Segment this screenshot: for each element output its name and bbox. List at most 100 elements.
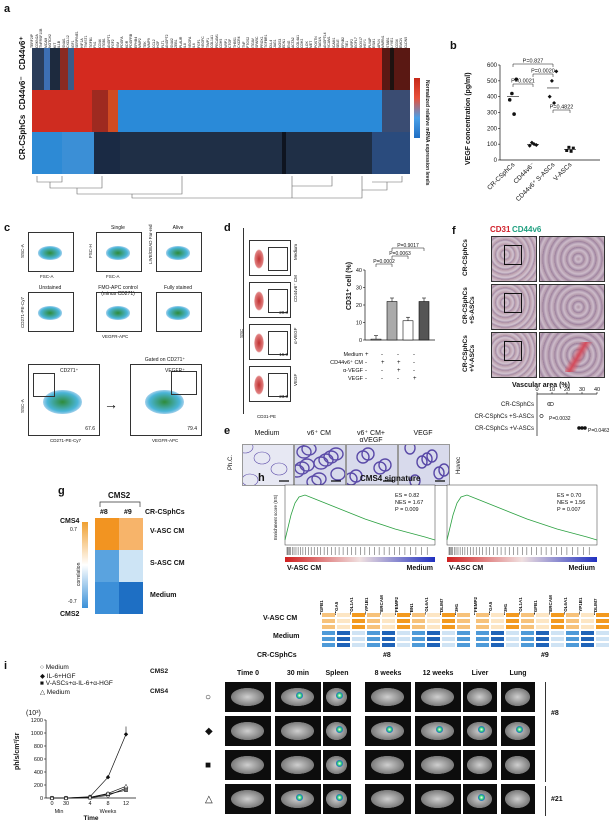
luminescence-spot (335, 726, 343, 733)
gene-label: CTGF (228, 38, 233, 48)
mouse-silhouette (230, 756, 264, 774)
gsea-stat: ES = 0.82 (395, 493, 419, 499)
heatmap-cell (520, 618, 535, 624)
flow-plot-1 (28, 232, 74, 272)
heatmap-cell (565, 642, 580, 648)
sign-row-label: Medium (343, 352, 363, 358)
heatmap-cell (396, 612, 411, 618)
heatmap-cell (441, 636, 456, 642)
sign-cell: - (365, 360, 367, 366)
gene-label: CXCL12 (66, 35, 71, 48)
heatmap-cell (595, 612, 609, 618)
heatmap-cell (475, 612, 490, 618)
heatmap-cell (490, 642, 505, 648)
x-tick-label: 40 (594, 387, 600, 393)
heatmap-cell (321, 612, 336, 618)
heatmap-cell (351, 636, 366, 642)
gate-value: 67.6 (85, 426, 95, 432)
xlabel-f: Vascular area (%) (512, 382, 570, 389)
x-tick-label: CD44v6⁺ S-ASCs (515, 161, 557, 203)
tube-title: v6⁺ CM+ αVEGF (356, 430, 385, 444)
y-tick-label: 200 (34, 783, 43, 789)
imaging-cell (365, 682, 411, 712)
gene-label: EDN1 (282, 38, 287, 48)
gene-label: EMCN (399, 38, 404, 48)
x-tick-label: 8 (106, 801, 109, 807)
heatmap-cell (381, 612, 396, 618)
flow-plot-2 (96, 232, 142, 272)
gene-label: TGFBR1 (264, 34, 269, 48)
row-symbol: ○ (205, 692, 212, 703)
gene-label: MET (309, 40, 314, 48)
tube-loop (361, 447, 375, 461)
sample-bracket (545, 786, 546, 816)
gsea-box (284, 484, 436, 546)
tube-network (295, 445, 345, 485)
panel-letter-a: a (4, 3, 11, 15)
heatmap-cell (535, 642, 550, 648)
enrichment-curve (446, 494, 598, 541)
legend-i: ○ Medium◆ IL-6+HGF■ V-ASCs+α-IL-6+α-HGF△… (40, 664, 180, 714)
y-tick-label: 40 (356, 268, 362, 274)
arrow-icon: → (104, 396, 118, 412)
tube-title: v6⁺ CM (307, 430, 331, 437)
scale-i: (10³) (26, 710, 41, 717)
imaging-cell (463, 682, 497, 712)
heatmap-cell (396, 618, 411, 624)
gene-label: ANGPT2 (165, 34, 170, 48)
tube-loop (253, 451, 271, 465)
heatmap-cell (336, 630, 351, 636)
flow-density (254, 249, 264, 269)
heatmap-cell (595, 618, 609, 624)
gsea-stat: ES = 0.70 (557, 493, 581, 499)
heatmap-cell (381, 630, 396, 636)
row-label-a-1: CD44v6⁺ (18, 36, 27, 70)
gene-label: MMP9 (147, 38, 152, 48)
row-label-a-3: CR-CSphCs (18, 114, 27, 160)
mouse-silhouette (467, 756, 492, 774)
heatmap-cell (95, 582, 119, 614)
tube-loop (318, 453, 334, 467)
gene-label: SPARC (255, 36, 260, 48)
heatmap-cell (595, 624, 609, 630)
chart-b: 0100200300400500600CR-CSphCsCD44v6⁻CD44v… (486, 59, 600, 203)
p-value: P=0.0463 (588, 428, 609, 434)
heatmap-cell (321, 618, 336, 624)
panel-letter-g: g (58, 485, 65, 497)
x-tick-label: CR-CSphCs (486, 161, 517, 192)
axis-label: FSC-A (106, 274, 120, 279)
tube-loop (378, 458, 392, 472)
imaging-cell (365, 716, 411, 746)
sign-cell: - (365, 368, 367, 374)
rank-bar (447, 557, 597, 562)
tube-title: Medium (254, 430, 280, 437)
flow-d-label: CD44v6⁺ CM (293, 275, 298, 302)
heatmap-cell (426, 630, 441, 636)
cbar-bottom-g: CMS2 (60, 611, 80, 618)
p-value: P=0.827 (523, 59, 544, 65)
p-value: P=0.0002 (373, 259, 395, 265)
y-tick-label: 600 (487, 63, 498, 69)
imaging-cell (225, 682, 271, 712)
histo-row-label: CR-CSphCs (462, 239, 469, 276)
flow-density (165, 306, 190, 320)
side-label: Ph.C. (228, 454, 234, 470)
mouse-silhouette (280, 756, 314, 774)
luminescence-spot (478, 726, 486, 733)
y-tick-label: 0 (359, 338, 362, 344)
legend-entry: ○ Medium (40, 664, 69, 671)
data-point (539, 414, 544, 418)
heatmap-cell (426, 624, 441, 630)
gene-label: NOTCH2 (48, 34, 53, 48)
mouse-silhouette (230, 688, 264, 706)
heatmap-cell (396, 630, 411, 636)
heatmap-cell (490, 630, 505, 636)
gene-label: MMP2 (138, 38, 143, 48)
g-row-2: S-ASC CM (150, 560, 185, 567)
data-point (569, 149, 573, 153)
imaging-cell (463, 750, 497, 780)
data-point (105, 790, 111, 796)
